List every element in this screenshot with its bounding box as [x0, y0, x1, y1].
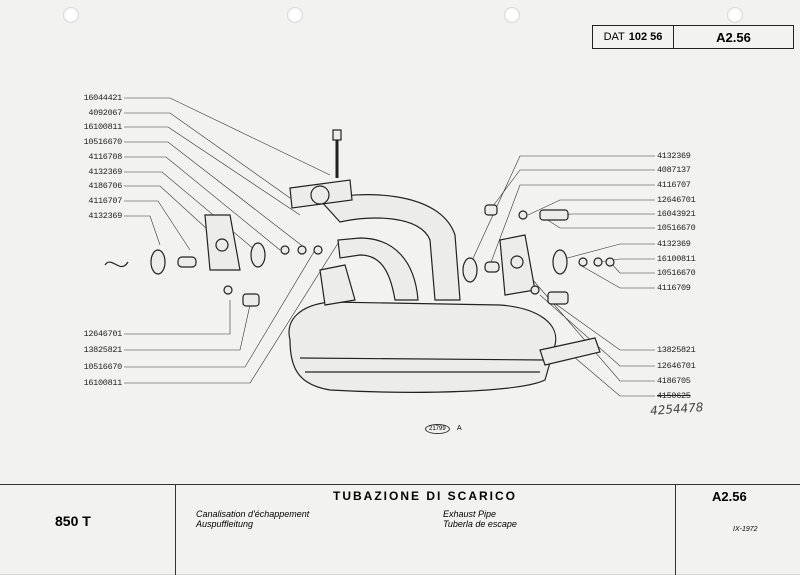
binder-hole	[504, 7, 520, 23]
title-german: Auspuffleitung	[196, 519, 254, 529]
part-number: 10516670	[657, 268, 696, 278]
part-number-struck: 4150625	[657, 391, 691, 401]
part-number: 4116707	[88, 196, 122, 206]
section-title: TUBAZIONE DI SCARICO	[333, 489, 517, 503]
leader-lines	[124, 97, 655, 397]
part-number: 16100811	[83, 122, 123, 132]
title-english: Exhaust Pipe	[443, 509, 497, 519]
part-number: 4132369	[88, 167, 122, 177]
footer-table-code: A2.56	[712, 489, 747, 504]
part-number: 4186705	[657, 376, 691, 386]
part-number: 4092067	[88, 108, 122, 118]
title-spanish: Tuberla de escape	[443, 519, 517, 529]
part-number: 4132369	[657, 151, 691, 161]
figure-reference-suffix: A	[457, 425, 462, 432]
part-number: 10516670	[83, 362, 123, 372]
description-cell	[175, 485, 676, 575]
dat-label: DAT	[603, 31, 625, 43]
part-number: 12646701	[657, 361, 696, 371]
part-number: 13825821	[83, 345, 123, 355]
title-french: Canalisation d'échappement	[196, 509, 310, 519]
part-number: 4186706	[88, 181, 122, 191]
part-number: 4132369	[657, 239, 691, 249]
exploded-drawing	[104, 97, 655, 397]
part-number: 4087137	[657, 165, 691, 175]
dat-cell: DAT 102 56	[593, 26, 674, 48]
issue-date: IX-1972	[733, 526, 758, 533]
binder-hole	[727, 7, 743, 23]
part-number: 16100811	[657, 254, 696, 264]
table-code: A2.56	[716, 29, 751, 45]
part-number: 12646701	[83, 329, 123, 339]
figure-reference: 21799	[425, 424, 450, 434]
title-block: 850 T TUBAZIONE DI SCARICO Canalisation …	[0, 484, 800, 575]
part-number: 16044421	[83, 93, 123, 103]
part-number: 10516670	[657, 223, 696, 233]
part-number: 4132369	[88, 211, 122, 221]
muffler-shapes	[104, 129, 615, 393]
dat-number: 102 56	[628, 31, 663, 43]
part-number: 4116709	[657, 283, 691, 293]
header-box: DAT 102 56 A2.56	[592, 25, 794, 49]
part-number: 16043921	[657, 209, 696, 219]
model-name: 850 T	[55, 513, 91, 529]
part-number: 4116708	[88, 152, 122, 162]
part-number: 16100811	[83, 378, 123, 388]
part-number: 4116707	[657, 180, 691, 190]
part-number: 12646701	[657, 195, 696, 205]
part-number: 13825821	[657, 345, 696, 355]
part-number: 10516670	[83, 137, 123, 147]
model-cell: 850 T	[0, 485, 176, 575]
binder-hole	[287, 7, 303, 23]
binder-hole	[63, 7, 79, 23]
